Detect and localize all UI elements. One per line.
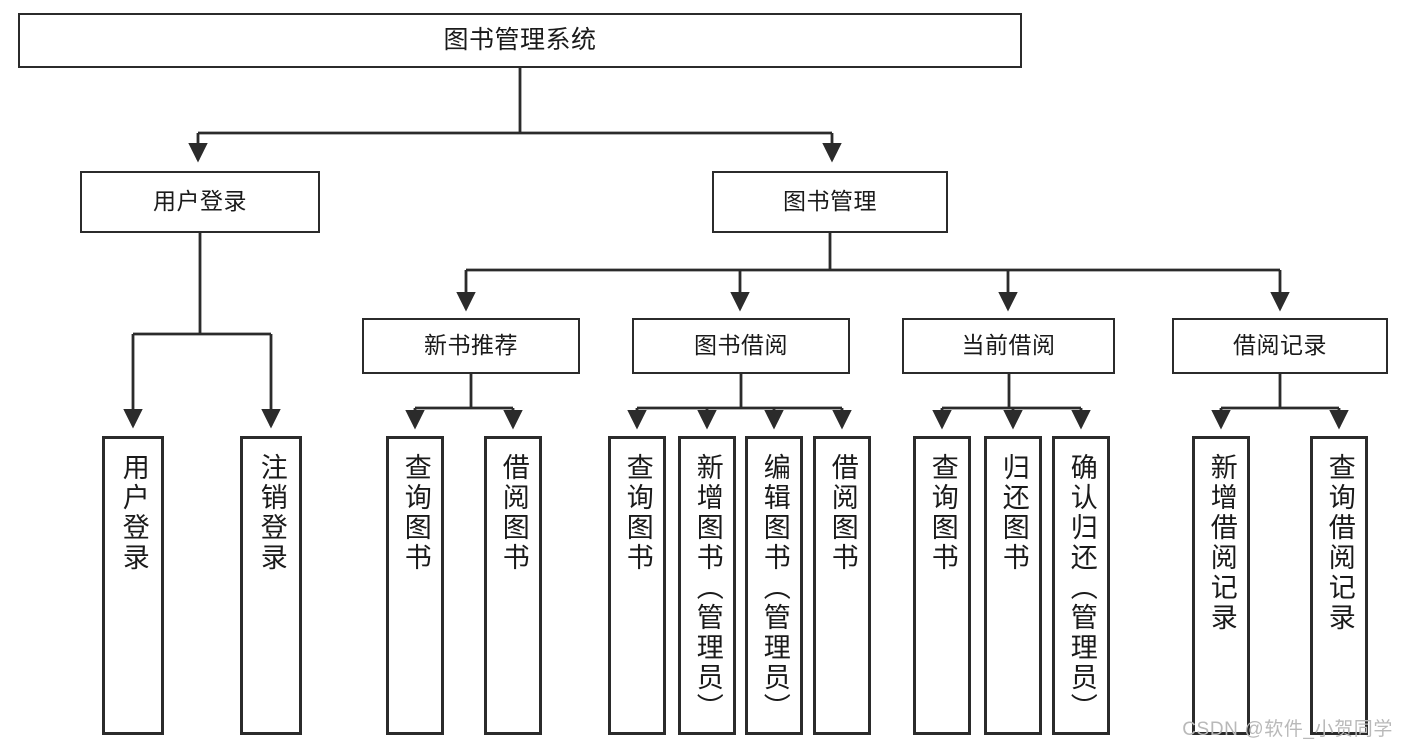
node-level3-0-label: 新书推荐	[424, 332, 518, 359]
node-root-label: 图书管理系统	[443, 25, 597, 54]
node-leaf-5-label: 新增图书（管理员）	[692, 453, 723, 723]
node-leaf-8-label: 查询图书	[927, 453, 958, 573]
node-level2-0-label: 用户登录	[153, 188, 247, 215]
node-leaf-0[interactable]: 用户登录	[102, 436, 164, 735]
node-level2-1-label: 图书管理	[783, 188, 877, 215]
node-leaf-1[interactable]: 注销登录	[240, 436, 302, 735]
node-leaf-10[interactable]: 确认归还（管理员）	[1052, 436, 1110, 735]
node-level3-2-label: 当前借阅	[961, 332, 1056, 359]
node-leaf-1-label: 注销登录	[256, 453, 287, 573]
node-leaf-11[interactable]: 新增借阅记录	[1192, 436, 1250, 735]
node-leaf-6-label: 编辑图书（管理员）	[759, 453, 790, 723]
node-leaf-12[interactable]: 查询借阅记录	[1310, 436, 1368, 735]
node-leaf-0-label: 用户登录	[118, 453, 149, 573]
node-leaf-11-label: 新增借阅记录	[1206, 453, 1237, 633]
node-leaf-10-label: 确认归还（管理员）	[1066, 453, 1097, 723]
node-leaf-4-label: 查询图书	[622, 453, 653, 573]
node-leaf-2-label: 查询图书	[400, 453, 431, 573]
node-level3-3[interactable]: 借阅记录	[1172, 318, 1388, 374]
node-leaf-5[interactable]: 新增图书（管理员）	[678, 436, 736, 735]
node-leaf-4[interactable]: 查询图书	[608, 436, 666, 735]
node-level3-2[interactable]: 当前借阅	[902, 318, 1115, 374]
node-leaf-3-label: 借阅图书	[498, 453, 529, 573]
node-leaf-7[interactable]: 借阅图书	[813, 436, 871, 735]
node-leaf-7-label: 借阅图书	[827, 453, 858, 573]
node-leaf-2[interactable]: 查询图书	[386, 436, 444, 735]
node-leaf-3[interactable]: 借阅图书	[484, 436, 542, 735]
node-level2-0[interactable]: 用户登录	[80, 171, 320, 233]
node-level3-1-label: 图书借阅	[694, 332, 788, 359]
node-leaf-6[interactable]: 编辑图书（管理员）	[745, 436, 803, 735]
node-level3-3-label: 借阅记录	[1233, 332, 1327, 359]
node-level3-1[interactable]: 图书借阅	[632, 318, 850, 374]
node-leaf-9[interactable]: 归还图书	[984, 436, 1042, 735]
node-leaf-8[interactable]: 查询图书	[913, 436, 971, 735]
node-root[interactable]: 图书管理系统	[18, 13, 1022, 68]
node-level2-1[interactable]: 图书管理	[712, 171, 948, 233]
node-leaf-9-label: 归还图书	[998, 453, 1029, 573]
node-leaf-12-label: 查询借阅记录	[1324, 453, 1355, 633]
node-level3-0[interactable]: 新书推荐	[362, 318, 580, 374]
